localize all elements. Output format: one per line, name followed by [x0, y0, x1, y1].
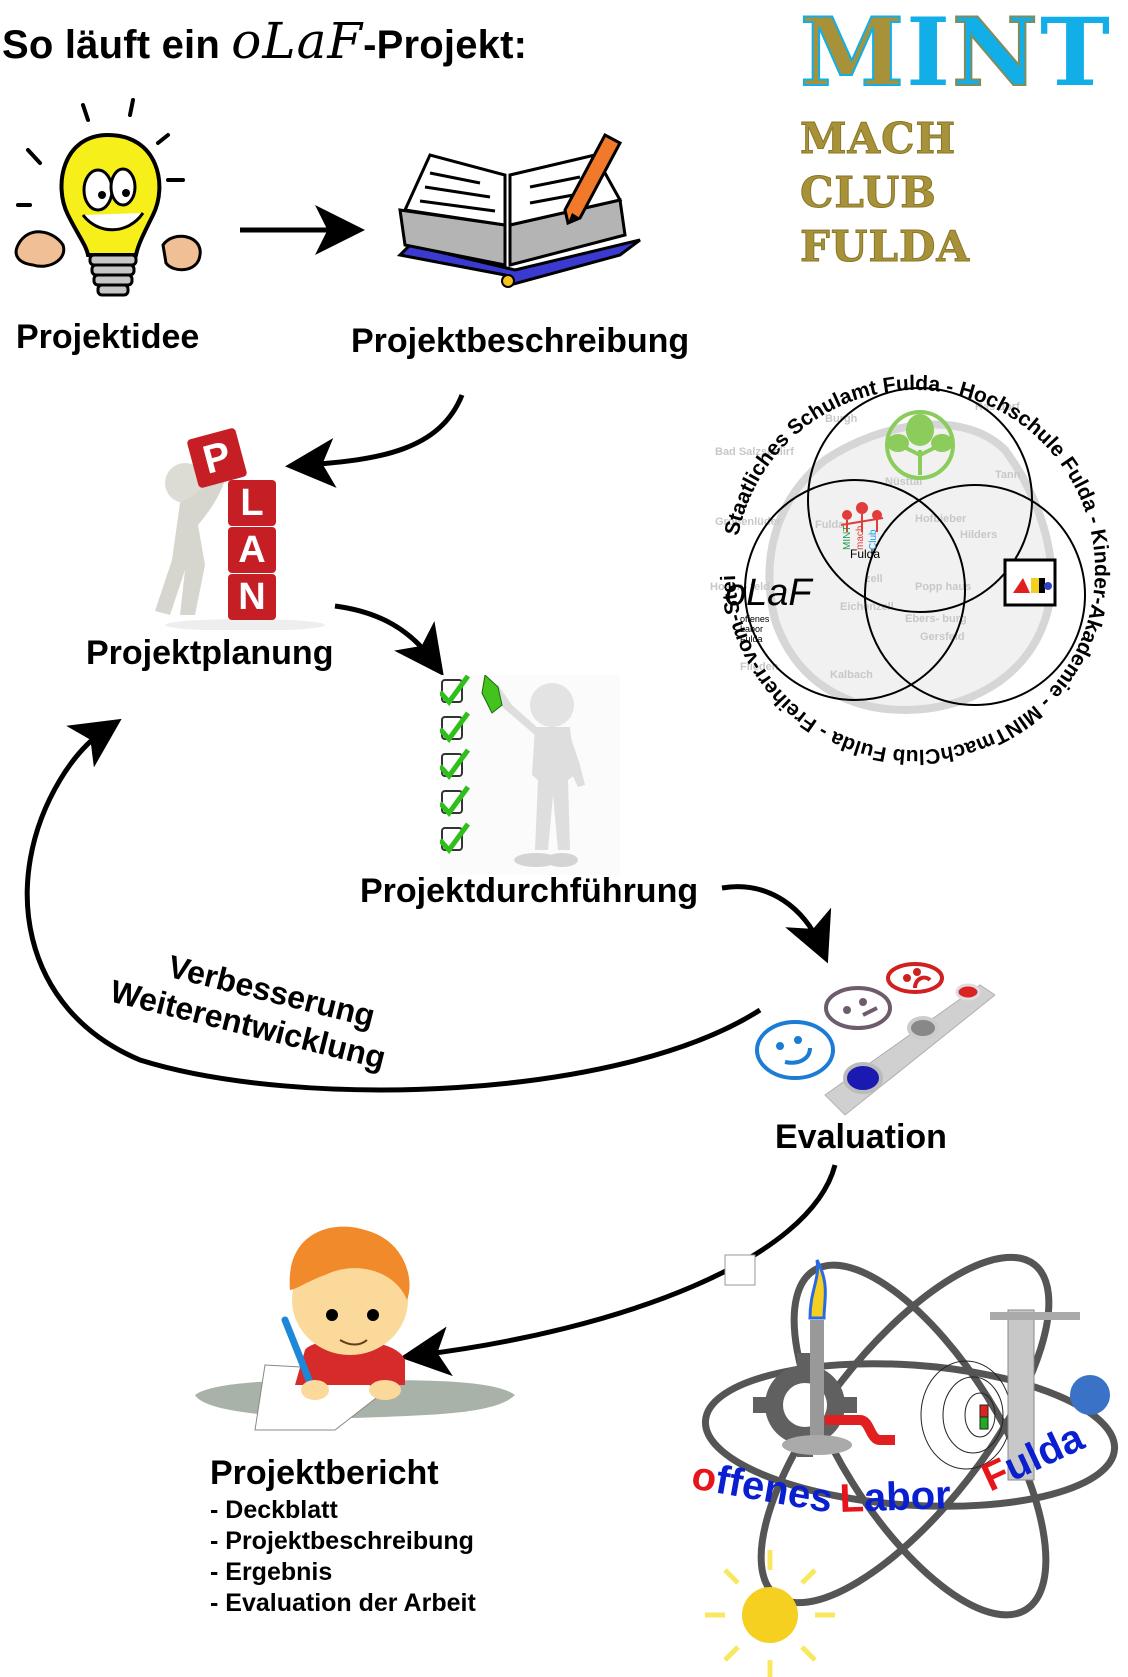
orbit-horizontal [701, 1360, 1119, 1510]
orbit-right-tilt [790, 1261, 1050, 1619]
earth-icon [1070, 1375, 1110, 1415]
cube-icon [724, 1254, 756, 1286]
red-button-icon [955, 983, 981, 1001]
report-item: - Ergebnis [210, 1558, 333, 1586]
map-place-label: Fulda [815, 519, 845, 531]
sad-face-icon [886, 962, 944, 994]
step-planning-label: Projektplanung [86, 634, 334, 672]
mint-letter-i: I [906, 0, 950, 108]
step-execution-label: Projektdurchführung [360, 872, 699, 910]
map-place-label: Hosen- feld [710, 581, 770, 593]
map-place-label: Kalbach [830, 669, 873, 681]
neutral-face-icon [824, 986, 892, 1030]
arrow-execution-to-evaluation [721, 884, 832, 964]
child-writing-icon [195, 1226, 515, 1431]
bunsen-burner-icon [782, 1259, 895, 1455]
checkbox-checked-icon [440, 785, 471, 817]
map-place-label: Hilders [960, 529, 997, 541]
map-place-label: Tann [995, 469, 1021, 481]
report-item: - Evaluation der Arbeit [210, 1589, 476, 1617]
mint-line-fulda: FULDA [800, 222, 970, 272]
evaluation-smileys-icon [755, 962, 995, 1116]
venn-circle-left [744, 479, 966, 701]
arrow-planning-to-execution [334, 603, 444, 677]
book-pencil-icon [396, 132, 641, 288]
plan-block-a: A [228, 527, 276, 573]
arrow-description-to-planning [285, 394, 465, 488]
seal-olaf-sub3: Fulda [740, 634, 763, 644]
center-logo-mach: mach [855, 526, 866, 550]
center-logo-fulda: Fulda [850, 547, 880, 561]
report-item: - Deckblatt [210, 1496, 338, 1524]
step-description-label: Projektbeschreibung [351, 322, 690, 360]
map-place-label: Gersfeld [920, 631, 965, 643]
kinder-akademie-logo-icon [1003, 558, 1057, 607]
map-place-label: Flieden [740, 661, 779, 673]
checkbox-checked-icon [440, 822, 471, 854]
olaf-brand: oLaF [231, 12, 364, 70]
seal-olaf-sub1: offenes [740, 614, 770, 624]
tree-logo-icon [885, 410, 955, 480]
step-report-label: Projektbericht [210, 1454, 439, 1492]
plan-blocks-illustration: P L A N [150, 425, 340, 631]
step-idea-label: Projektidee [16, 318, 200, 356]
sun-icon [705, 1550, 835, 1677]
step-evaluation-label: Evaluation [775, 1118, 947, 1156]
checkbox-checked-icon [440, 748, 471, 780]
venn-circle-right [864, 484, 1086, 706]
report-items-list: - Deckblatt - Projektbeschreibung - Erge… [210, 1495, 476, 1619]
checkbox-checked-icon [440, 711, 471, 743]
mint-line-mach-club: MACH CLUB [800, 114, 957, 218]
arrow-evaluation-to-report [400, 1164, 838, 1377]
lab-logo-text: offenes [690, 1454, 836, 1522]
center-logo-mint: MINT [842, 526, 853, 550]
seal-olaf-brand: oLaF [725, 572, 813, 614]
page-title: So läuft ein oLaF-Projekt: [2, 12, 528, 70]
map-place-label: zell [865, 573, 883, 585]
report-item: - Projektbeschreibung [210, 1527, 474, 1555]
map-place-label: Bad Salzschlirf [715, 446, 794, 458]
mint-letter-n: N [951, 0, 1039, 108]
happy-face-icon [755, 1020, 835, 1080]
venn-circles [744, 387, 1086, 706]
mint-mach-club-logo: M I N T MACH CLUB FULDA [799, 0, 1110, 274]
checklist-figure-icon [440, 675, 620, 875]
mint-letter-m: M [799, 0, 905, 108]
lightbulb-icon [14, 98, 202, 297]
offenes-labor-fulda-logo: offenes Labor Fulda [690, 1253, 1119, 1677]
arrow-evaluation-loop-back [24, 718, 762, 1093]
seal-olaf-sub2: Labor [740, 624, 763, 634]
map-place-label: Ebers- burg [905, 613, 967, 625]
grey-button-icon [907, 1016, 939, 1040]
checkbox-checked-icon [440, 675, 471, 706]
map-place-label: Popp haus [915, 581, 971, 593]
mint-letter-t: T [1039, 0, 1110, 108]
caliper-icon [990, 1309, 1080, 1481]
plan-block-n: N [228, 574, 276, 620]
plan-block-l: L [228, 480, 276, 526]
map-place-label: Hofbieber [915, 513, 967, 525]
lab-logo-text-labor: Labor [839, 1473, 952, 1521]
center-logo-club: Club [868, 529, 879, 550]
blue-button-icon [843, 1062, 883, 1094]
family-icon [840, 502, 884, 532]
